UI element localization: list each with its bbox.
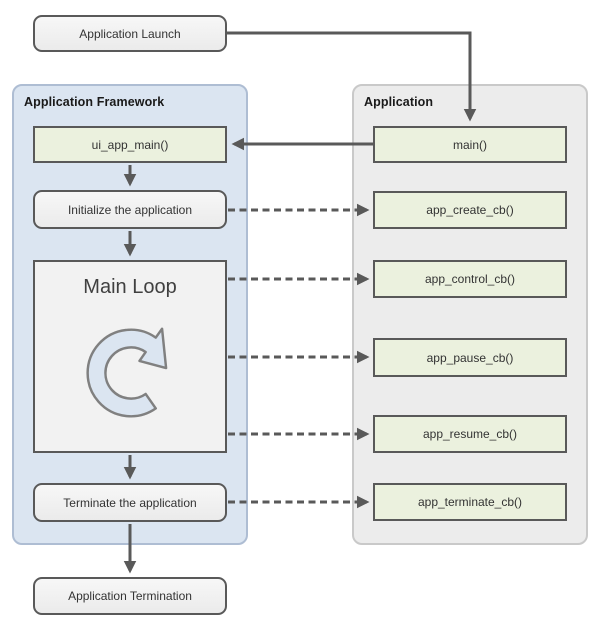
app-terminate-cb-box: app_terminate_cb() xyxy=(373,483,567,521)
main-box: main() xyxy=(373,126,567,163)
main-loop-title: Main Loop xyxy=(83,276,177,298)
loop-arrow-icon xyxy=(86,327,168,418)
app-create-cb-box: app_create_cb() xyxy=(373,191,567,229)
application-termination-box: Application Termination xyxy=(33,577,227,615)
app-control-cb-box: app_control_cb() xyxy=(373,260,567,298)
ui-app-main-box: ui_app_main() xyxy=(33,126,227,163)
initialize-application-box: Initialize the application xyxy=(33,190,227,229)
main-loop-box: Main Loop xyxy=(33,260,227,453)
terminate-application-box: Terminate the application xyxy=(33,483,227,522)
framework-container-label: Application Framework xyxy=(24,95,165,109)
application-container-label: Application xyxy=(364,95,434,109)
application-launch-box: Application Launch xyxy=(33,15,227,52)
app-pause-cb-box: app_pause_cb() xyxy=(373,338,567,377)
app-resume-cb-box: app_resume_cb() xyxy=(373,415,567,453)
